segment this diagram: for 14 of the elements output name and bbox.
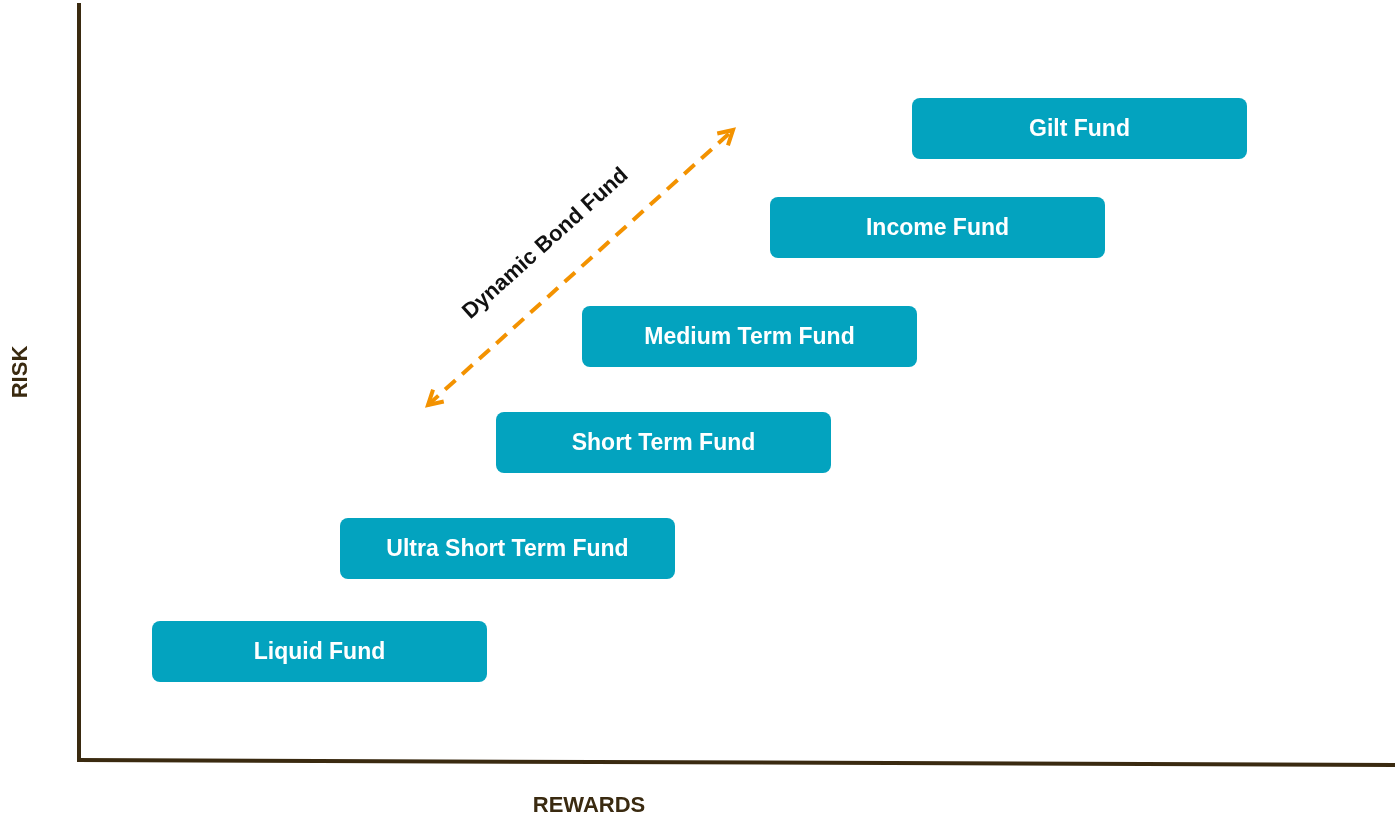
fund-name: Short Term Fund (571, 429, 756, 456)
fund-name: Ultra Short Term Fund (386, 535, 629, 562)
fund-name: Liquid Fund (253, 638, 386, 665)
fund-box (152, 621, 487, 682)
fund-box (770, 197, 1105, 258)
fund-box (340, 518, 675, 579)
fund-box (496, 412, 831, 473)
fund-box (912, 98, 1247, 159)
axis-label: RISK (7, 345, 33, 399)
fund-box (582, 306, 917, 367)
fund-name: Income Fund (865, 214, 1010, 241)
axis-label: REWARDS (532, 792, 646, 818)
fund-name: Medium Term Fund (644, 323, 855, 350)
fund-name: Gilt Fund (1029, 115, 1130, 142)
